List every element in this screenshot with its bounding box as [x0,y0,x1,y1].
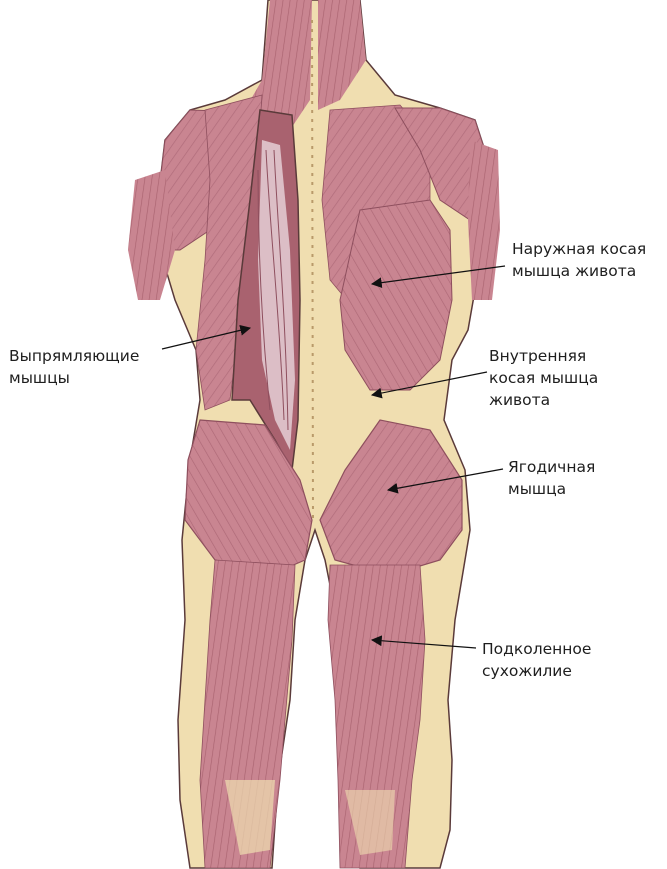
label-line: живота [489,389,598,411]
label-line: Ягодичная [508,456,595,478]
label-line: мышцы [9,367,139,389]
label-external-oblique: Наружная косая мышца живота [512,238,646,282]
label-line: косая мышца [489,367,598,389]
label-line: сухожилие [482,660,591,682]
label-erector-spinae: Выпрямляющие мышцы [9,345,139,389]
label-internal-oblique: Внутренняя косая мышца живота [489,345,598,411]
label-line: Подколенное [482,638,591,660]
label-line: Выпрямляющие [9,345,139,367]
label-line: Внутренняя [489,345,598,367]
external-oblique-muscle [340,200,452,390]
label-line: мышца [508,478,595,500]
label-line: мышца живота [512,260,646,282]
label-hamstring: Подколенное сухожилие [482,638,591,682]
right-arm [468,140,500,300]
label-line: Наружная косая [512,238,646,260]
label-gluteus: Ягодичная мышца [508,456,595,500]
